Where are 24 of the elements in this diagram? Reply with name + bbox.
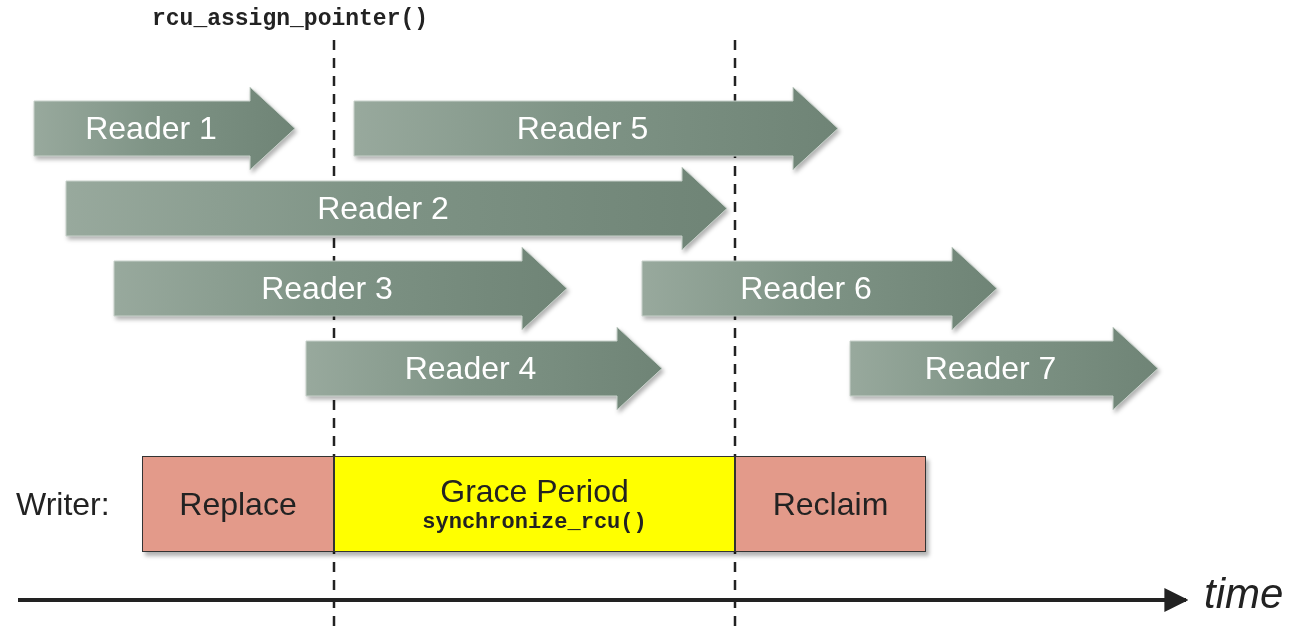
- function-name: rcu_assign_pointer(): [152, 6, 429, 32]
- reader-label: Reader 1: [85, 110, 217, 147]
- axis-label: time: [1204, 570, 1284, 618]
- reader-label: Reader 4: [404, 350, 537, 387]
- reader-interval-shape: [642, 247, 997, 330]
- reader-label: Reader 2: [317, 190, 449, 227]
- reader-interval-shape: [34, 87, 295, 170]
- reader-interval-shape: [354, 87, 838, 170]
- phase-label: Grace Period: [440, 473, 629, 510]
- reader-label: Reader 6: [740, 270, 872, 307]
- reader-label: Reader 7: [924, 350, 1057, 387]
- phase-label: Reclaim: [772, 485, 889, 523]
- reader-label: Reader 5: [516, 110, 649, 147]
- reader-interval-shape: [306, 327, 662, 410]
- reader-label: Reader 3: [261, 270, 393, 307]
- phase-label: Replace: [179, 485, 297, 523]
- phase-box: [735, 456, 926, 552]
- phase-box: [142, 456, 334, 552]
- writer-label: Writer:: [16, 486, 110, 523]
- function-name: synchronize_rcu(): [422, 510, 647, 535]
- reader-interval-shape: [114, 247, 567, 330]
- grace-period-box: [334, 456, 735, 552]
- reader-interval-shape: [850, 327, 1158, 410]
- reader-interval-shape: [66, 167, 727, 250]
